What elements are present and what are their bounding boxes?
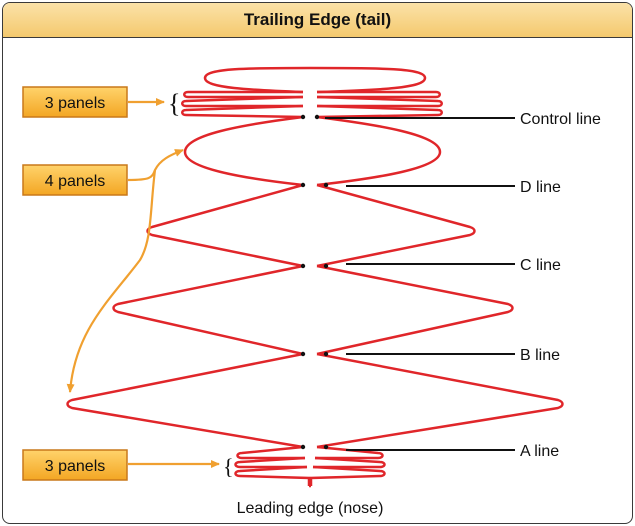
top-panels-box: 3 panels: [22, 86, 128, 118]
line-attachment-points: [300, 114, 329, 450]
top-panels-label: 3 panels: [45, 95, 106, 112]
four-panels-arrow-lower: [66, 169, 157, 393]
bottom-panel-stack-right: [309, 445, 386, 486]
panel-arrows: [66, 98, 220, 468]
leading-edge-label: Leading edge (nose): [237, 500, 384, 517]
bottom-panel-stack-left: [234, 445, 311, 486]
bottom-brace: {: [223, 454, 234, 479]
diagram-title: Trailing Edge (tail): [3, 3, 632, 38]
tail-loop: [203, 66, 427, 94]
control-line-label: Control line: [520, 111, 601, 128]
leader-lines: [325, 117, 515, 451]
middle-panels-box: 4 panels: [22, 164, 128, 196]
top-brace: {: [168, 89, 180, 118]
d-line-label: D line: [520, 179, 561, 196]
top-panel-stack-left: [181, 90, 304, 119]
a-line-label: A line: [520, 443, 559, 460]
b-line-label: B line: [520, 347, 560, 364]
accordion-folds: [66, 115, 564, 449]
bottom-panels-box: 3 panels: [22, 449, 128, 481]
four-panels-arrow-upper: [127, 148, 184, 182]
top-panel-stack-right: [316, 90, 443, 119]
middle-panels-label: 4 panels: [45, 173, 106, 190]
c-line-label: C line: [520, 257, 561, 274]
bottom-panels-label: 3 panels: [45, 458, 106, 475]
